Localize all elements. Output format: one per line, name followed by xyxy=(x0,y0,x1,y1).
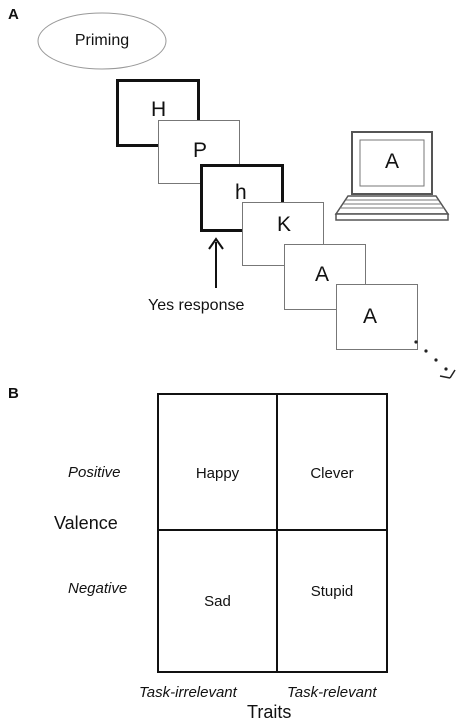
row-label-negative: Negative xyxy=(68,580,128,597)
card-letter: h xyxy=(235,181,247,204)
card-letter: A xyxy=(363,305,378,328)
card-letter: K xyxy=(277,213,292,236)
card-letter: P xyxy=(193,139,208,162)
col-label-task-irrelevant: Task-irrelevant xyxy=(139,684,237,701)
traits-axis-label: Traits xyxy=(247,702,292,722)
laptop-screen-letter: A xyxy=(384,150,399,173)
panel-a-label: A xyxy=(8,6,19,23)
up-arrow-icon xyxy=(208,237,224,288)
grid-vertical-divider xyxy=(276,395,278,671)
continuation-dots xyxy=(414,340,456,379)
grid-horizontal-divider xyxy=(159,529,386,531)
cell-bottom-left: Sad xyxy=(204,593,231,610)
row-label-positive: Positive xyxy=(68,464,121,481)
stimulus-card-4: K xyxy=(242,202,324,266)
laptop-icon xyxy=(334,131,450,221)
cell-top-left: Happy xyxy=(195,465,240,482)
trait-grid: Happy Clever Sad Stupid xyxy=(157,393,388,673)
col-label-task-relevant: Task-relevant xyxy=(287,684,377,701)
cell-bottom-right: Stupid xyxy=(310,583,354,600)
yes-response-label: Yes response xyxy=(148,297,245,314)
priming-ellipse xyxy=(37,12,167,70)
cell-top-right: Clever xyxy=(310,465,354,482)
priming-label: Priming xyxy=(74,32,130,49)
card-letter: H xyxy=(151,98,167,121)
card-letter: A xyxy=(315,263,330,286)
panel-b-label: B xyxy=(8,385,19,402)
valence-axis-label: Valence xyxy=(54,513,118,533)
stimulus-card-6: A xyxy=(336,284,418,350)
